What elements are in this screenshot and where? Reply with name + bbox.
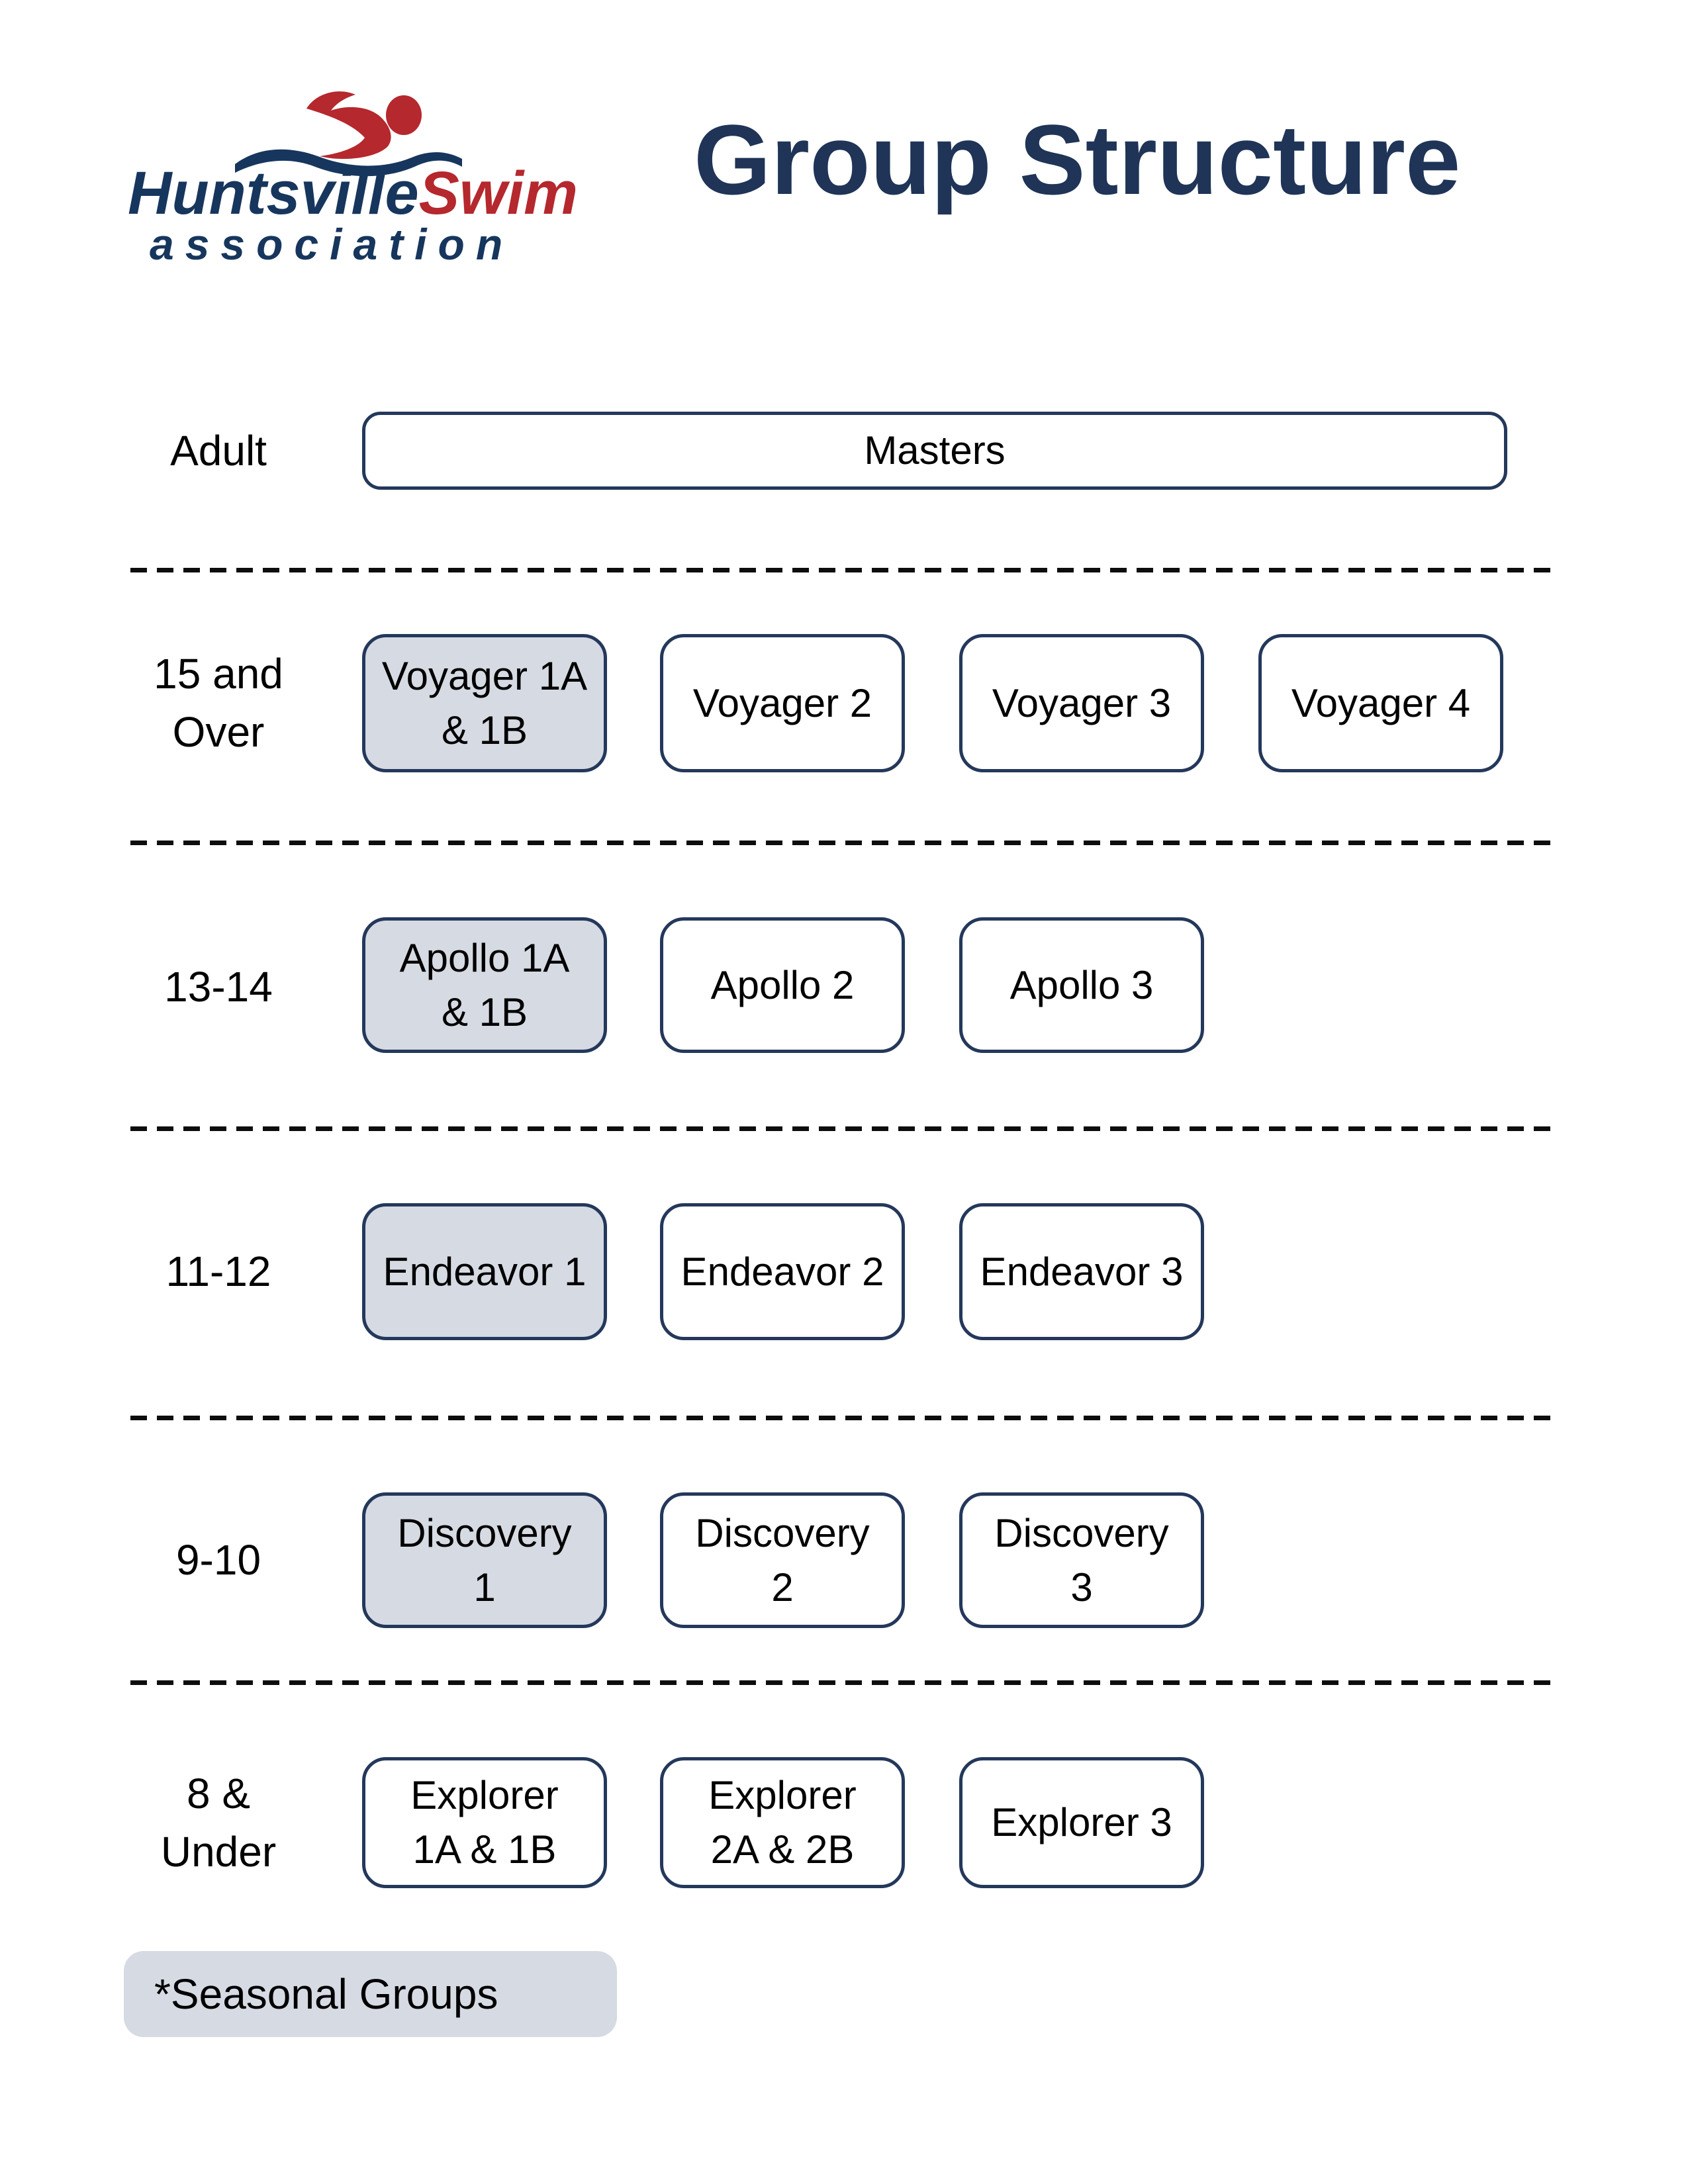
group-box: Discovery 1 <box>362 1492 607 1628</box>
group-box-label: Endeavor 1 <box>383 1249 586 1294</box>
row-label-line: 15 and <box>154 650 283 698</box>
group-box-label: 3 <box>1070 1565 1093 1610</box>
row-label-line: 11-12 <box>165 1248 271 1295</box>
row-label: 9-10 <box>66 1531 371 1589</box>
group-box-label: Voyager 2 <box>692 680 872 725</box>
dashed-separator <box>130 841 1550 845</box>
seasonal-groups-legend: *Seasonal Groups <box>124 1951 617 2037</box>
group-box: Endeavor 3 <box>959 1203 1204 1340</box>
group-box-label: Apollo 2 <box>710 962 855 1007</box>
dashed-separator <box>130 1126 1550 1131</box>
group-box: Explorer 2A & 2B <box>660 1757 905 1888</box>
row-label-line: Adult <box>170 427 267 475</box>
group-box-label: Voyager 1A <box>381 653 588 698</box>
row-label-line: 8 & <box>186 1770 251 1817</box>
logo-association-text: association <box>150 220 514 269</box>
group-box: Explorer 3 <box>959 1757 1204 1888</box>
group-box: Discovery 3 <box>959 1492 1204 1628</box>
swimmer-wave-icon <box>235 91 462 177</box>
group-box-label: Discovery <box>695 1510 870 1555</box>
group-box-label: Endeavor 3 <box>980 1249 1184 1294</box>
group-box-label: Voyager 3 <box>992 680 1172 725</box>
group-box-label: Voyager 4 <box>1291 680 1471 725</box>
group-box-label: 2 <box>771 1565 794 1610</box>
group-box-label: 2A & 2B <box>710 1827 855 1872</box>
group-box-label: Apollo 3 <box>1009 962 1154 1007</box>
row-label: 8 & Under <box>66 1764 371 1881</box>
row-label: Adult <box>66 422 371 480</box>
group-box-label: & 1B <box>441 989 528 1034</box>
group-box: Voyager 3 <box>959 634 1204 772</box>
group-box: Apollo 3 <box>959 917 1204 1053</box>
group-box-label: Explorer 3 <box>991 1800 1172 1844</box>
row-label-line: Over <box>172 708 265 756</box>
group-box: Endeavor 1 <box>362 1203 607 1340</box>
group-box-label: 1 <box>473 1565 496 1610</box>
group-box: Voyager 1A & 1B <box>362 634 607 772</box>
group-box: Discovery 2 <box>660 1492 905 1628</box>
group-box: Apollo 1A & 1B <box>362 917 607 1053</box>
group-box-label: Masters <box>864 428 1006 473</box>
group-box: Voyager 2 <box>660 634 905 772</box>
group-box: Explorer 1A & 1B <box>362 1757 607 1888</box>
group-box: Apollo 2 <box>660 917 905 1053</box>
row-label-line: 13-14 <box>164 963 273 1011</box>
group-box-label: & 1B <box>441 707 528 752</box>
group-box: Masters <box>362 412 1507 490</box>
group-box: Endeavor 2 <box>660 1203 905 1340</box>
group-box-label: Explorer <box>410 1773 559 1817</box>
row-label-line: Under <box>160 1828 277 1876</box>
dashed-separator <box>130 1680 1550 1685</box>
dashed-separator <box>130 568 1550 572</box>
seasonal-groups-legend-label: *Seasonal Groups <box>154 1970 498 2018</box>
group-box-label: Discovery <box>994 1510 1169 1555</box>
page-title: Group Structure <box>694 104 1461 215</box>
group-box-label: Endeavor 2 <box>680 1249 884 1294</box>
dashed-separator <box>130 1416 1550 1420</box>
logo-huntsville-text: Huntsville <box>128 159 419 227</box>
logo-wordmark: HuntsvilleSwim <box>128 163 578 224</box>
group-box-label: Explorer <box>708 1773 857 1817</box>
group-box: Voyager 4 <box>1258 634 1503 772</box>
row-label-line: 9-10 <box>175 1536 261 1584</box>
row-label: 11-12 <box>66 1242 371 1300</box>
logo-swim-text: Swim <box>418 159 578 227</box>
row-label: 13-14 <box>66 958 371 1016</box>
group-box-label: Apollo 1A <box>399 935 570 980</box>
group-box-label: Discovery <box>397 1510 572 1555</box>
group-box-label: 1A & 1B <box>412 1827 557 1872</box>
